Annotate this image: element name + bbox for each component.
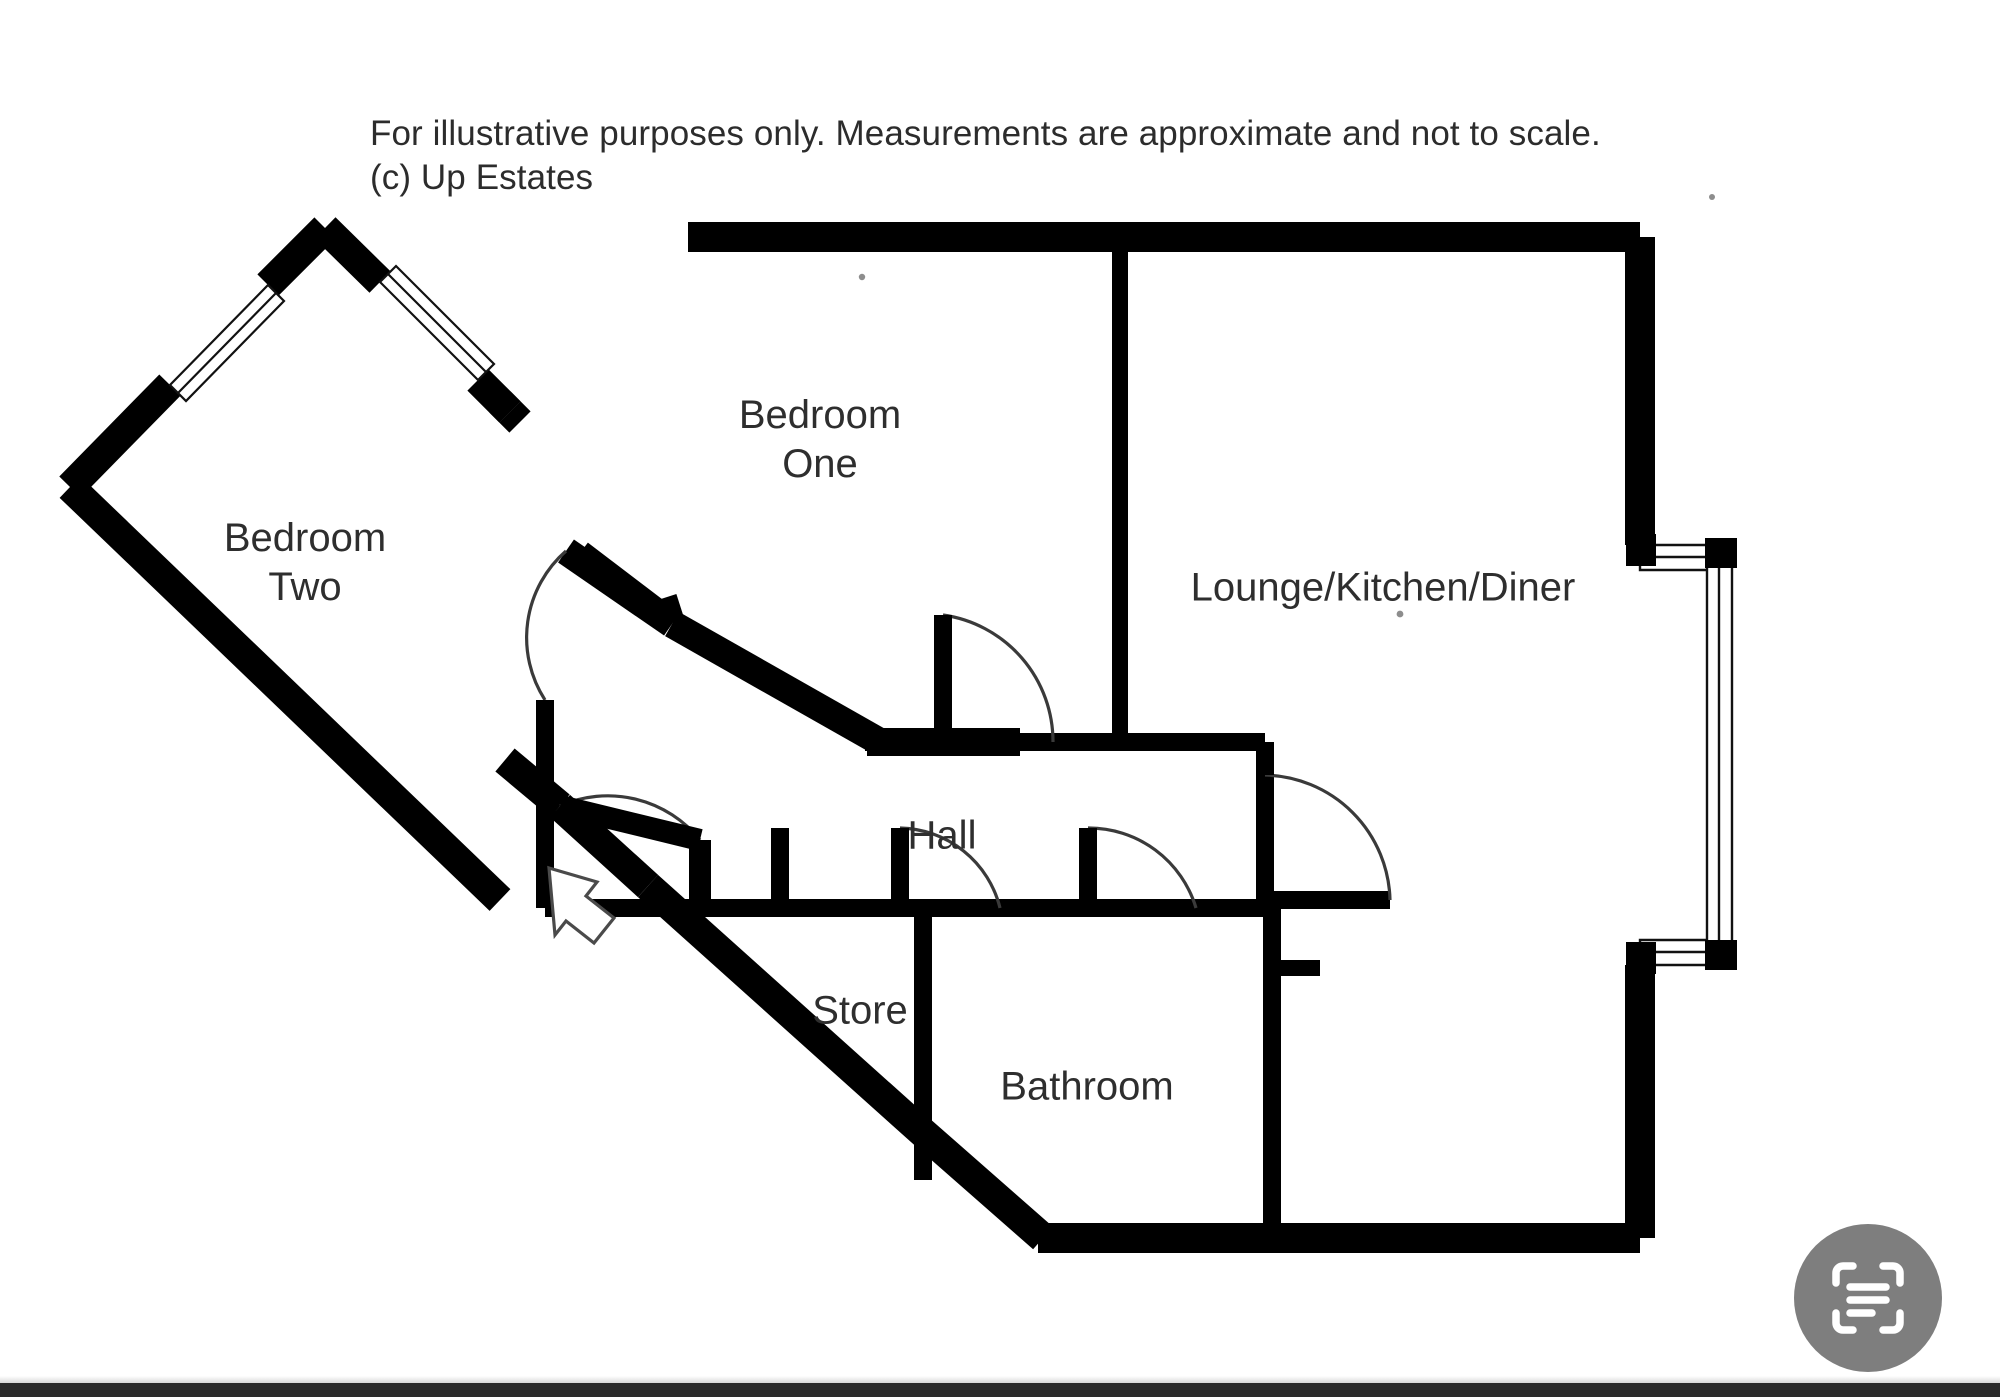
disclaimer-line-2: (c) Up Estates: [370, 158, 594, 198]
scan-text-icon: [1832, 1262, 1904, 1334]
disclaimer-text: For illustrative purposes only. Measurem…: [370, 112, 1770, 201]
window-bedroom-one-nw: [378, 264, 496, 382]
interior-walls: [536, 237, 1390, 1238]
scan-specks: [858, 194, 1715, 618]
door-leaves: [536, 615, 1274, 908]
window-lounge-bay: [1626, 534, 1737, 974]
scan-text-button[interactable]: [1794, 1224, 1942, 1372]
bedroom-two-walls: [59, 217, 531, 911]
disclaimer-line-1: For illustrative purposes only. Measurem…: [370, 114, 1601, 153]
window-bedroom-two-nw: [168, 283, 286, 403]
outer-walls: [688, 222, 1655, 1253]
bedroom-two-door-jamb: [572, 542, 685, 634]
bottom-bar: [0, 1383, 2000, 1397]
bottom-bar-fade: [0, 1376, 2000, 1383]
front-door-entry-arrow: [547, 865, 617, 946]
entry-door-leaf: [557, 795, 711, 908]
